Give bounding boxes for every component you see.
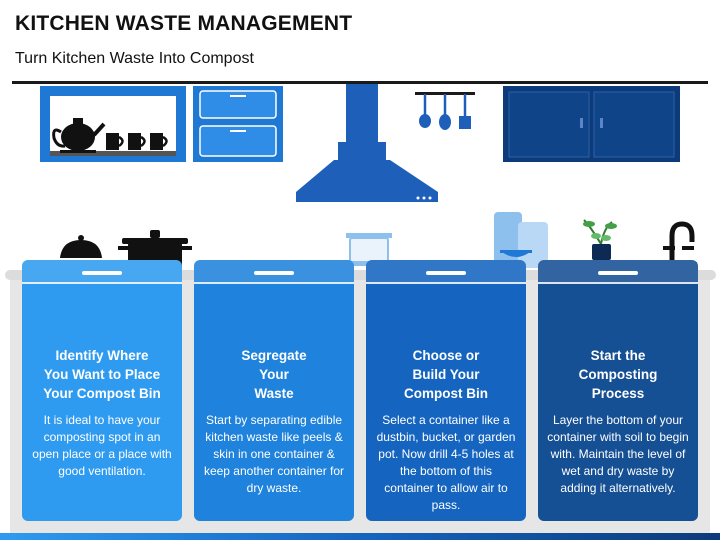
card-tab: [366, 260, 526, 282]
page-title: KITCHEN WASTE MANAGEMENT: [15, 12, 353, 35]
drawer-handle: [426, 271, 466, 275]
step-card-4: Start the Composting Process Layer the b…: [538, 260, 698, 521]
title-divider: [12, 81, 708, 84]
upper-cabinet: [503, 86, 680, 162]
step-heading: Start the Composting Process: [578, 348, 658, 401]
teapot-icon: [52, 118, 106, 153]
cutting-board-icon: [494, 212, 548, 268]
step-text: Start by separating edible kitchen waste…: [203, 413, 345, 495]
step-heading: Segregate Your Waste: [241, 348, 307, 401]
card-separator: [22, 282, 182, 284]
drawer-handle: [598, 271, 638, 275]
footer-stripe: [0, 533, 720, 540]
drawer-cabinet: [193, 86, 283, 162]
step-heading: Choose or Build Your Compost Bin: [404, 348, 488, 401]
potted-plant-icon: [583, 219, 617, 260]
step-text: Layer the bottom of your container with …: [547, 413, 689, 495]
step-card-1: Identify Where You Want to Place Your Co…: [22, 260, 182, 521]
step-card-3: Choose or Build Your Compost Bin Select …: [366, 260, 526, 521]
kitchen-illustration: [40, 84, 697, 270]
step-text: It is ideal to have your composting spot…: [32, 413, 172, 478]
page-subtitle: Turn Kitchen Waste Into Compost: [15, 50, 254, 67]
utensil-icon: [415, 92, 475, 130]
cup-icon: [106, 133, 168, 150]
card-separator: [366, 282, 526, 284]
card-tab: [22, 260, 182, 282]
range-hood: [296, 84, 438, 202]
card-tab: [194, 260, 354, 282]
card-separator: [194, 282, 354, 284]
drawer-handle: [82, 271, 122, 275]
counter-top: [5, 270, 716, 280]
card-separator: [538, 282, 698, 284]
step-card-2: Segregate Your Waste Start by separating…: [194, 260, 354, 521]
card-tab: [538, 260, 698, 282]
step-text: Select a container like a dustbin, bucke…: [376, 413, 516, 512]
drawer-handle: [254, 271, 294, 275]
step-heading: Identify Where You Want to Place Your Co…: [43, 348, 161, 401]
